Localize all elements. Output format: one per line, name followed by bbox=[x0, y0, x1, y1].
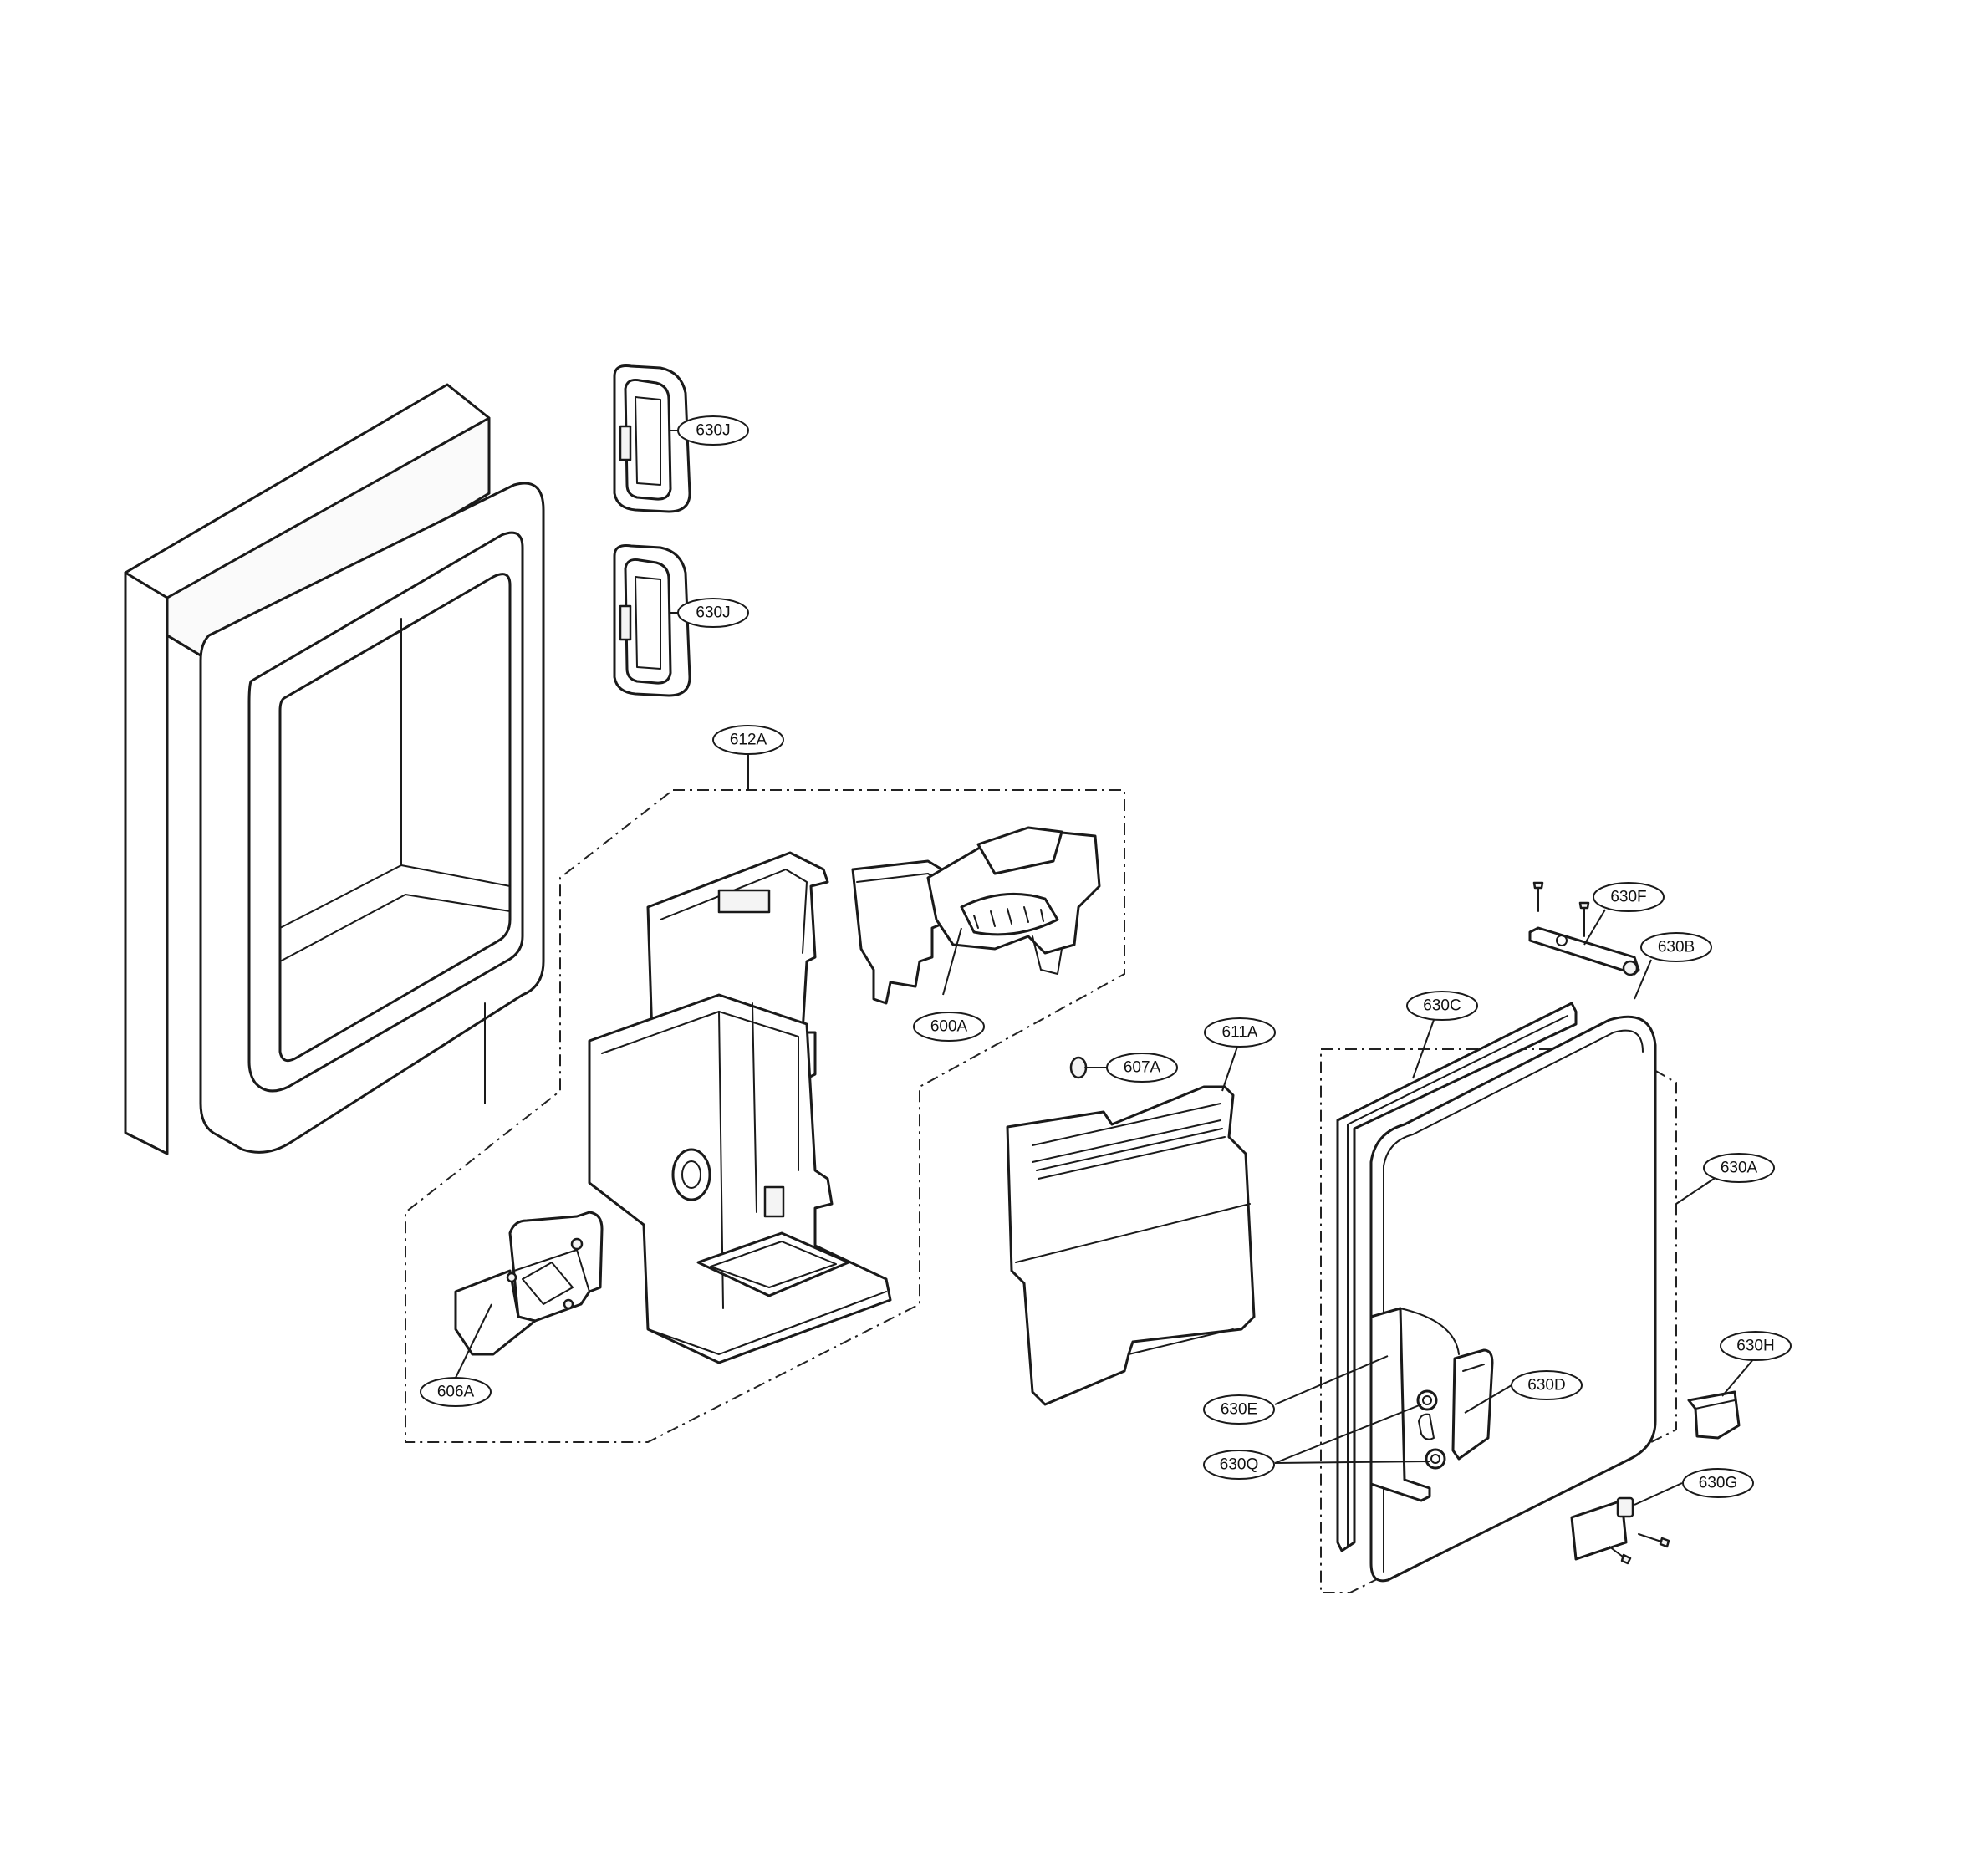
callout-612A: 612A bbox=[712, 725, 784, 755]
pins-630Q-part bbox=[1416, 1389, 1446, 1470]
svg-text:630G: 630G bbox=[1699, 1475, 1737, 1492]
svg-text:630D: 630D bbox=[1527, 1377, 1565, 1394]
hinge-630F-part bbox=[1528, 881, 1640, 976]
cap-630H-part bbox=[1687, 1390, 1741, 1440]
callout-630E: 630E bbox=[1203, 1394, 1275, 1425]
callout-630Q: 630Q bbox=[1203, 1450, 1275, 1480]
callout-600A: 600A bbox=[913, 1012, 985, 1042]
svg-text:607A: 607A bbox=[1124, 1059, 1161, 1077]
callout-630D: 630D bbox=[1511, 1370, 1583, 1400]
svg-text:630F: 630F bbox=[1610, 889, 1646, 906]
svg-text:630C: 630C bbox=[1423, 997, 1461, 1015]
callout-630J-bottom: 630J bbox=[677, 598, 749, 628]
door-630B-part bbox=[1369, 1015, 1657, 1583]
svg-text:630A: 630A bbox=[1721, 1160, 1758, 1177]
handle-630J-bottom-part bbox=[613, 544, 691, 697]
dispenser-housing-part bbox=[588, 851, 892, 1364]
panel-611A-part bbox=[1006, 1085, 1256, 1406]
callout-630H: 630H bbox=[1720, 1331, 1792, 1361]
screw-607A-part bbox=[1069, 1056, 1098, 1079]
svg-text:630Q: 630Q bbox=[1220, 1456, 1258, 1474]
svg-text:606A: 606A bbox=[437, 1384, 475, 1401]
callout-630C: 630C bbox=[1406, 991, 1478, 1021]
svg-text:630B: 630B bbox=[1658, 939, 1695, 956]
callout-630G: 630G bbox=[1682, 1468, 1754, 1498]
handle-630J-top-part bbox=[613, 364, 691, 513]
svg-text:611A: 611A bbox=[1222, 1024, 1258, 1042]
lever-630D-part bbox=[1451, 1348, 1494, 1461]
callout-630F: 630F bbox=[1593, 882, 1665, 912]
callout-630J-top: 630J bbox=[677, 415, 749, 446]
callout-630A: 630A bbox=[1703, 1153, 1775, 1183]
callout-607A: 607A bbox=[1106, 1053, 1178, 1083]
assembly-612A-boundary bbox=[405, 789, 1125, 1443]
bracket-606A-part bbox=[454, 1211, 604, 1356]
svg-text:630J: 630J bbox=[696, 604, 730, 622]
svg-text:630E: 630E bbox=[1221, 1401, 1257, 1419]
hinge-630G-part bbox=[1570, 1496, 1670, 1565]
ice-maker-600A-part bbox=[851, 826, 1101, 1005]
svg-text:630J: 630J bbox=[696, 422, 730, 440]
svg-text:630H: 630H bbox=[1736, 1338, 1774, 1355]
door-frame-part bbox=[124, 383, 545, 1155]
gasket-630C-part bbox=[1336, 1002, 1578, 1552]
callout-606A: 606A bbox=[420, 1377, 492, 1407]
callout-630B: 630B bbox=[1640, 932, 1712, 962]
svg-text:612A: 612A bbox=[730, 732, 767, 749]
svg-text:600A: 600A bbox=[930, 1018, 968, 1036]
callout-611A: 611A bbox=[1204, 1017, 1276, 1048]
